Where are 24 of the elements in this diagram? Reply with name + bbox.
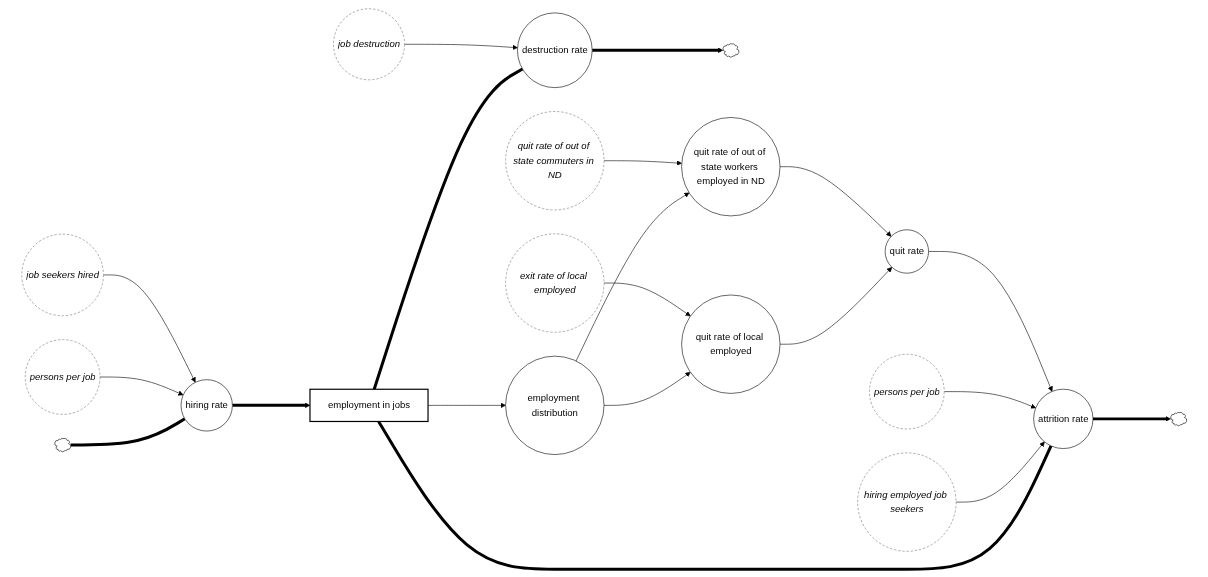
- node-circle: quit rate: [884, 228, 929, 273]
- node-circle: quit rate of local employed: [681, 294, 781, 394]
- arrow: [591, 47, 723, 53]
- node-circle: persons per job: [868, 353, 945, 429]
- node-circle: job destruction: [332, 7, 405, 80]
- node-box: employment in jobs: [309, 388, 429, 422]
- node-cloud: [54, 437, 71, 452]
- node-circle: destruction rate: [516, 12, 593, 88]
- node-circle: hiring employed job seekers: [857, 452, 957, 552]
- node-circle: job seekers hired: [21, 233, 104, 316]
- node-circle: exit rate of local employed: [505, 233, 605, 333]
- node-circle: hiring rate: [180, 378, 233, 431]
- connector: [377, 420, 1053, 571]
- arrow: [232, 402, 310, 408]
- arrow: [1092, 415, 1171, 421]
- node-circle: employment distribution: [505, 355, 605, 455]
- node-circle: quit rate of out of state commuters in ND: [505, 110, 605, 210]
- connector: [372, 67, 523, 390]
- connector: [70, 417, 186, 446]
- node-circle: quit rate of out of state workers employed in ND: [681, 116, 781, 216]
- node-circle: persons per job: [24, 338, 101, 415]
- node-cloud: [1170, 411, 1187, 426]
- node-cloud: [722, 42, 739, 57]
- node-circle: attrition rate: [1033, 388, 1094, 449]
